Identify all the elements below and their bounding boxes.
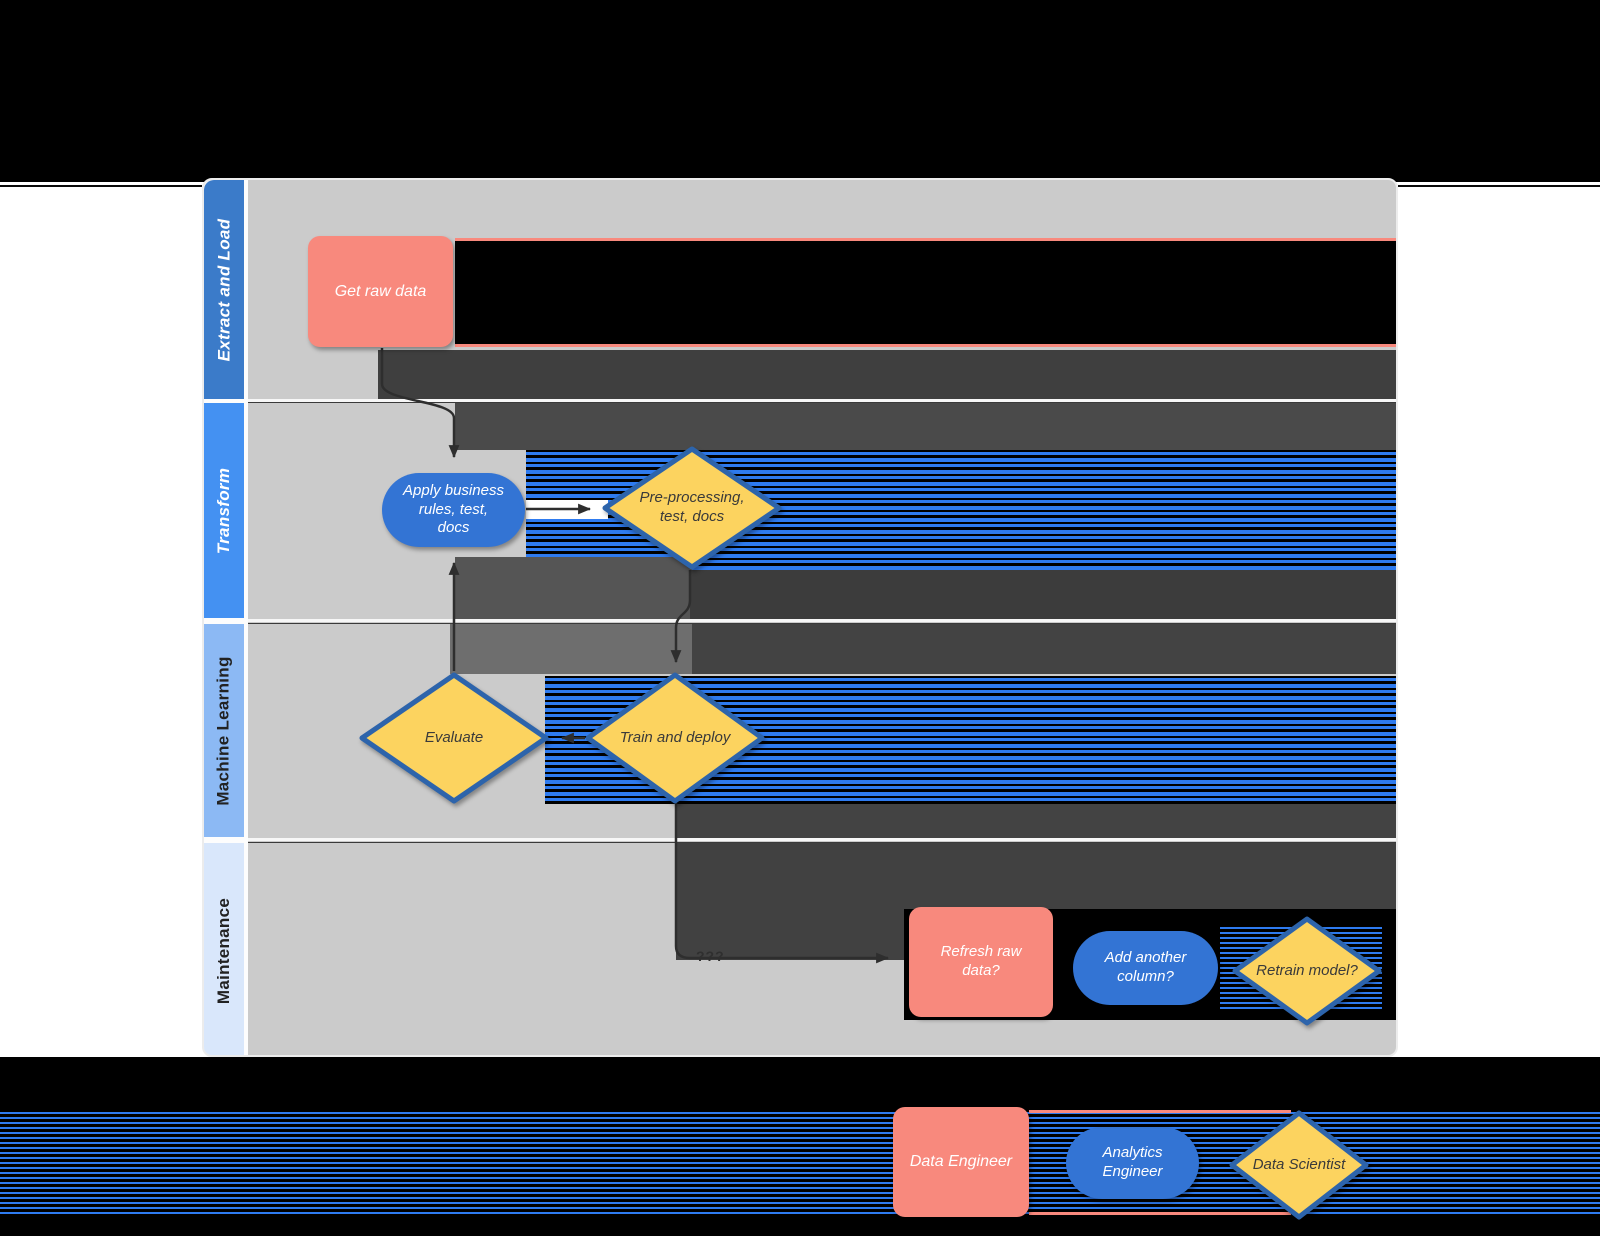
node-label: Retrain model? — [1256, 961, 1358, 979]
artifact-band — [455, 238, 1396, 241]
node-label: Pre-processing, test, docs — [639, 489, 745, 525]
artifact-band — [455, 557, 692, 619]
diamond-shape — [1229, 1110, 1369, 1220]
node-train-and-deploy[interactable]: Train and deploy — [583, 670, 767, 806]
node-retrain-model[interactable]: Retrain model? — [1230, 914, 1384, 1028]
lane-divider — [248, 838, 1396, 841]
lane-divider — [248, 619, 1396, 622]
lane-transform[interactable]: Transform — [204, 403, 244, 618]
artifact-band — [450, 624, 692, 674]
diamond-shape — [585, 672, 765, 804]
swimlane-diagram: Extract and Load Transform Machine Learn… — [202, 178, 1398, 1057]
artifact-band — [455, 344, 1396, 347]
node-get-raw-data[interactable]: Get raw data — [308, 236, 453, 347]
edge-pre-to-train[interactable] — [670, 570, 692, 664]
artifact-smear — [1029, 1110, 1291, 1113]
artifact-band — [676, 843, 1396, 909]
node-pre-processing[interactable]: Pre-processing, test, docs — [600, 444, 784, 572]
edge-label-question-marks: ??? — [696, 948, 725, 964]
horizontal-rule-left — [0, 185, 202, 187]
legend-label: Analytics Engineer — [1102, 1144, 1163, 1180]
lane-divider-shadow — [248, 842, 1396, 843]
artifact-band — [455, 241, 1396, 344]
node-label: Get raw data — [334, 282, 427, 300]
edge-train-to-refresh[interactable] — [674, 803, 890, 964]
node-label: Add another column? — [1104, 949, 1187, 985]
lane-divider-shadow — [248, 402, 1396, 403]
lane-maintenance[interactable]: Maintenance — [204, 843, 244, 1055]
artifact-band — [692, 624, 1396, 674]
artifact-band — [690, 570, 1396, 619]
node-refresh-raw-data[interactable]: Refresh raw data? — [909, 907, 1053, 1017]
diamond-shape — [359, 672, 549, 804]
artifact-band — [455, 403, 1396, 450]
legend-label: Data Scientist — [1252, 1155, 1346, 1173]
node-add-another-column[interactable]: Add another column? — [1073, 931, 1218, 1005]
node-apply-business-rules[interactable]: Apply business rules, test, docs — [382, 473, 525, 547]
legend-analytics-engineer[interactable]: Analytics Engineer — [1066, 1127, 1199, 1199]
node-label: Apply business rules, test, docs — [403, 481, 504, 537]
horizontal-rule-right — [1398, 185, 1600, 187]
edge-get-to-apply[interactable] — [380, 348, 460, 459]
legend-label: Data Engineer — [909, 1153, 1013, 1170]
artifact-band — [378, 350, 1396, 399]
node-label: Train and deploy — [619, 728, 731, 746]
node-label: Evaluate — [424, 728, 484, 746]
diamond-shape — [602, 446, 782, 570]
node-evaluate[interactable]: Evaluate — [357, 670, 551, 806]
lane-divider-shadow — [248, 623, 1396, 624]
artifact-band — [676, 909, 904, 960]
lane-machine-learning[interactable]: Machine Learning — [204, 624, 244, 837]
legend-data-engineer[interactable]: Data Engineer — [893, 1107, 1029, 1217]
legend-data-scientist[interactable]: Data Scientist — [1227, 1108, 1371, 1222]
artifact-smear — [1029, 1212, 1291, 1215]
artifact-band — [676, 804, 1396, 838]
lane-divider — [248, 399, 1396, 402]
node-label: Refresh raw data? — [940, 943, 1022, 979]
diamond-shape — [1232, 916, 1382, 1026]
lane-extract-and-load[interactable]: Extract and Load — [204, 180, 244, 399]
